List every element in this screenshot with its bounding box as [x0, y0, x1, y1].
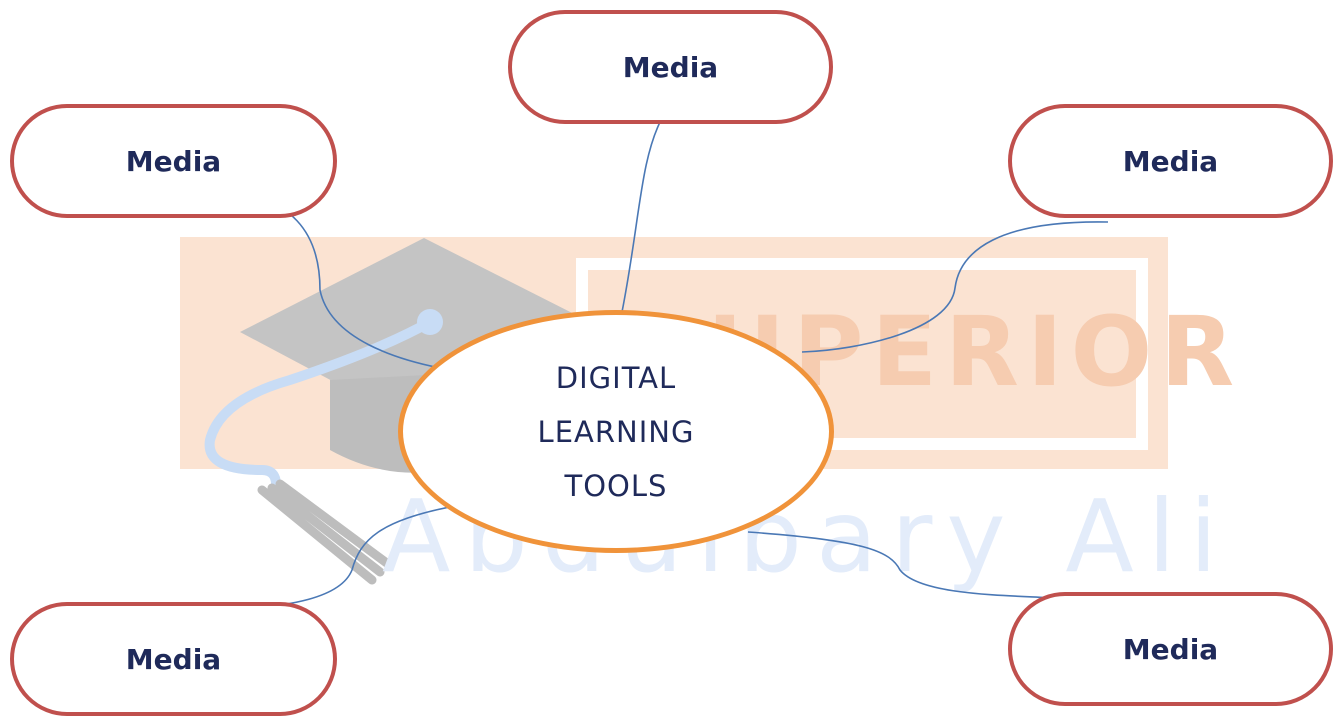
media-node-label: Media — [1122, 144, 1219, 178]
media-node-label: Media — [125, 642, 222, 676]
media-node-label: Media — [1122, 632, 1219, 666]
connector-bottom-left — [254, 505, 456, 608]
media-node-label: Media — [622, 50, 719, 84]
connector-top-right — [801, 221, 1109, 353]
central-topic-ellipse: DIGITAL LEARNING TOOLS — [398, 310, 834, 553]
connector-bottom-right — [747, 531, 1056, 599]
media-node-bottom-right: Media — [1008, 592, 1333, 706]
central-topic-text: DIGITAL LEARNING TOOLS — [538, 351, 695, 513]
media-node-top-left: Media — [10, 104, 337, 218]
central-topic-line-3: TOOLS — [564, 468, 668, 503]
tassel-cord — [204, 317, 435, 500]
media-node-top-right: Media — [1008, 104, 1333, 218]
tassel-knot — [417, 309, 443, 335]
media-node-bottom-left: Media — [10, 602, 337, 716]
central-topic-line-1: DIGITAL — [555, 360, 677, 395]
central-topic-line-2: LEARNING — [537, 414, 695, 449]
media-node-label: Media — [125, 144, 222, 178]
connector-top — [621, 117, 663, 313]
media-node-top: Media — [508, 10, 833, 124]
